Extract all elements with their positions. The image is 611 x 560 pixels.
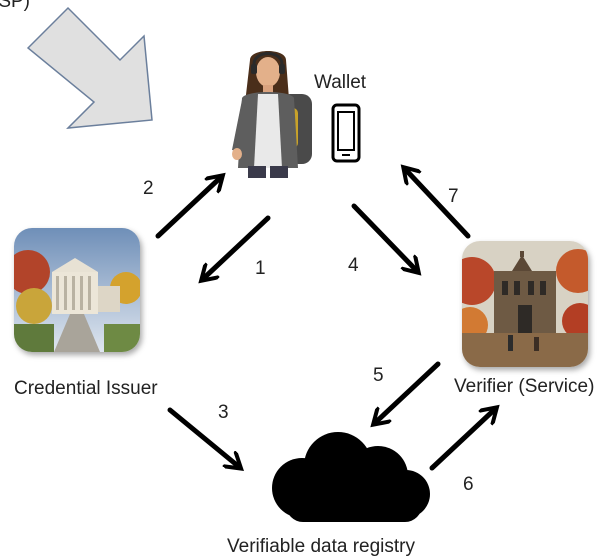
step-label-1: 1 [255,258,266,279]
credential-issuer-label: Credential Issuer [14,378,158,399]
arrow-2 [155,178,220,239]
step-label-4: 4 [348,255,359,276]
cloud-icon [272,432,430,522]
verifier-image [462,241,588,367]
arrow-6 [429,410,494,471]
arrow-3 [167,407,238,466]
step-label-3: 3 [218,402,229,423]
step-label-7: 7 [448,186,459,207]
step-label-6: 6 [463,474,474,495]
top-left-label: (SP) [0,0,30,12]
arrow-1 [204,215,271,278]
wallet-holder-photo [232,51,312,178]
arrow-7 [406,170,471,239]
phone-icon [331,103,361,163]
credential-issuer-image [14,228,140,352]
arrow-4 [351,203,416,270]
step-label-2: 2 [143,178,154,199]
wallet-label: Wallet [314,72,367,93]
big-grey-arrow-icon [26,6,153,129]
registry-label: Verifiable data registry [227,536,415,557]
arrow-5 [376,361,441,422]
step-label-5: 5 [373,365,384,386]
verifier-label: Verifier (Service) [454,376,595,397]
